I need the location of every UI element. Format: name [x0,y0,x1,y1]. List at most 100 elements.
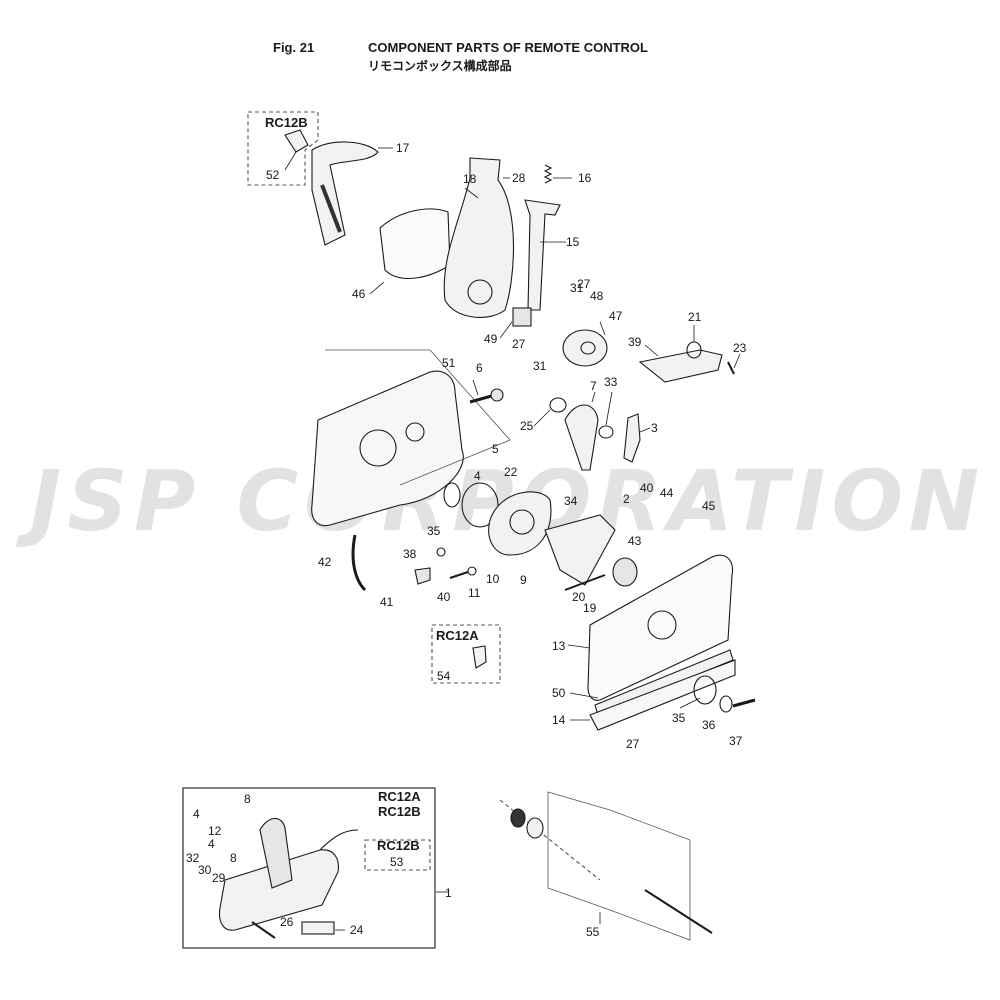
inset-rc12b-sub-label: RC12B [377,838,420,853]
part-42-hose [351,534,367,592]
callout-35-left: 35 [427,524,441,538]
leader-lines [284,147,741,931]
callout-48: 48 [590,289,604,303]
part-26-pin [251,921,276,939]
callout-4-inset-mid: 4 [208,837,215,851]
part-55-nut [510,808,526,828]
part-54-bracket [472,645,487,669]
callout-31-lower: 31 [533,359,547,373]
callout-14: 14 [552,713,566,727]
callout-28: 28 [512,171,526,185]
part-15-neutral-bracket [524,199,561,311]
rc12b-variant-box [247,111,319,186]
assembly-inset-box [182,787,436,949]
callout-38: 38 [403,547,417,561]
callout-23: 23 [733,341,747,355]
callout-1: 1 [445,886,452,900]
callout-26: 26 [280,915,294,929]
callout-31-upper: 31 [570,281,584,295]
callout-55: 55 [586,925,600,939]
lever-hub [467,279,493,305]
callout-27-lower: 27 [512,337,526,351]
callout-30: 30 [198,863,212,877]
callout-19: 19 [583,601,597,615]
callout-17: 17 [396,141,410,155]
callout-47: 47 [609,309,623,323]
part-18-lever-arm [443,157,515,318]
part-24-label-plate [301,921,335,935]
housing-bore [359,429,397,467]
callout-27-upper: 27 [577,277,591,291]
part-35-seal [443,482,461,508]
housing-boss [405,422,425,442]
part-36-washer [719,695,733,713]
callout-7: 7 [590,379,597,393]
callout-29: 29 [212,871,226,885]
callout-49: 49 [484,332,498,346]
callout-20: 20 [572,590,586,604]
callout-8: 8 [244,792,251,806]
callout-6: 6 [476,361,483,375]
callout-40-right: 40 [640,481,654,495]
handle-grip-ribs [320,184,342,233]
callout-53: 53 [390,855,404,869]
part-20-pin [564,574,606,591]
callout-13: 13 [552,639,566,653]
assembled-housing [218,849,339,931]
part-33-washer [598,425,614,439]
callout-46: 46 [352,287,366,301]
cam-bore [580,341,596,355]
callout-4-inset-top: 4 [193,807,200,821]
part-41-clip [414,567,431,585]
part-11-screw [449,571,469,579]
callout-11: 11 [468,586,481,600]
part-2-linkage-plate [544,514,616,586]
part-23-screw [727,361,735,375]
part-10-nut [467,566,477,576]
callout-25: 25 [520,419,534,433]
figure-number: Fig. 21 [273,40,315,55]
callout-24: 24 [350,923,364,937]
callout-5: 5 [492,442,499,456]
callout-40-left: 40 [437,590,451,604]
part-55-panel-outline [547,791,691,941]
callout-50: 50 [552,686,566,700]
callout-27-bottom: 27 [626,737,640,751]
part-50-gasket [594,649,734,716]
callout-52: 52 [266,168,280,182]
part-7-cam-lever [564,404,599,471]
callout-51: 51 [442,356,456,370]
part-39-throttle-lever [638,349,723,383]
callout-35-right: 35 [672,711,686,725]
diagram-title: COMPONENT PARTS OF REMOTE CONTROL [368,40,648,55]
variant-labels: RC12B RC12A RC12A RC12B RC12B [265,115,479,853]
part-38-cap [436,547,446,557]
part-55-long-bolt [644,889,713,934]
callout-3: 3 [651,421,658,435]
callout-32: 32 [186,851,200,865]
part-47-cam [562,329,608,367]
callout-42: 42 [318,555,332,569]
callout-34: 34 [564,494,578,508]
callout-15: 15 [566,235,580,249]
callout-16: 16 [578,171,592,185]
callout-33: 33 [604,375,618,389]
part-13-side-cover [587,554,734,701]
callout-18: 18 [463,172,477,186]
callout-10: 10 [486,572,500,586]
callout-41: 41 [380,595,394,609]
rc12a-label-mid: RC12A [436,628,479,643]
rc12b-inset-subbox [364,839,431,871]
part-14-rear-plate [589,659,736,731]
part-17-control-handle [311,141,379,246]
part-52-grip-cap [284,129,309,153]
callout-21: 21 [688,310,702,324]
part-49-block [512,307,532,327]
callout-4: 4 [474,469,481,483]
callout-22: 22 [504,465,518,479]
diagram-title-japanese: リモコンボックス構成部品 [368,59,512,73]
rc12b-label-top: RC12B [265,115,308,130]
part-35-seal-ring [693,675,717,705]
cover-bore [647,610,677,640]
